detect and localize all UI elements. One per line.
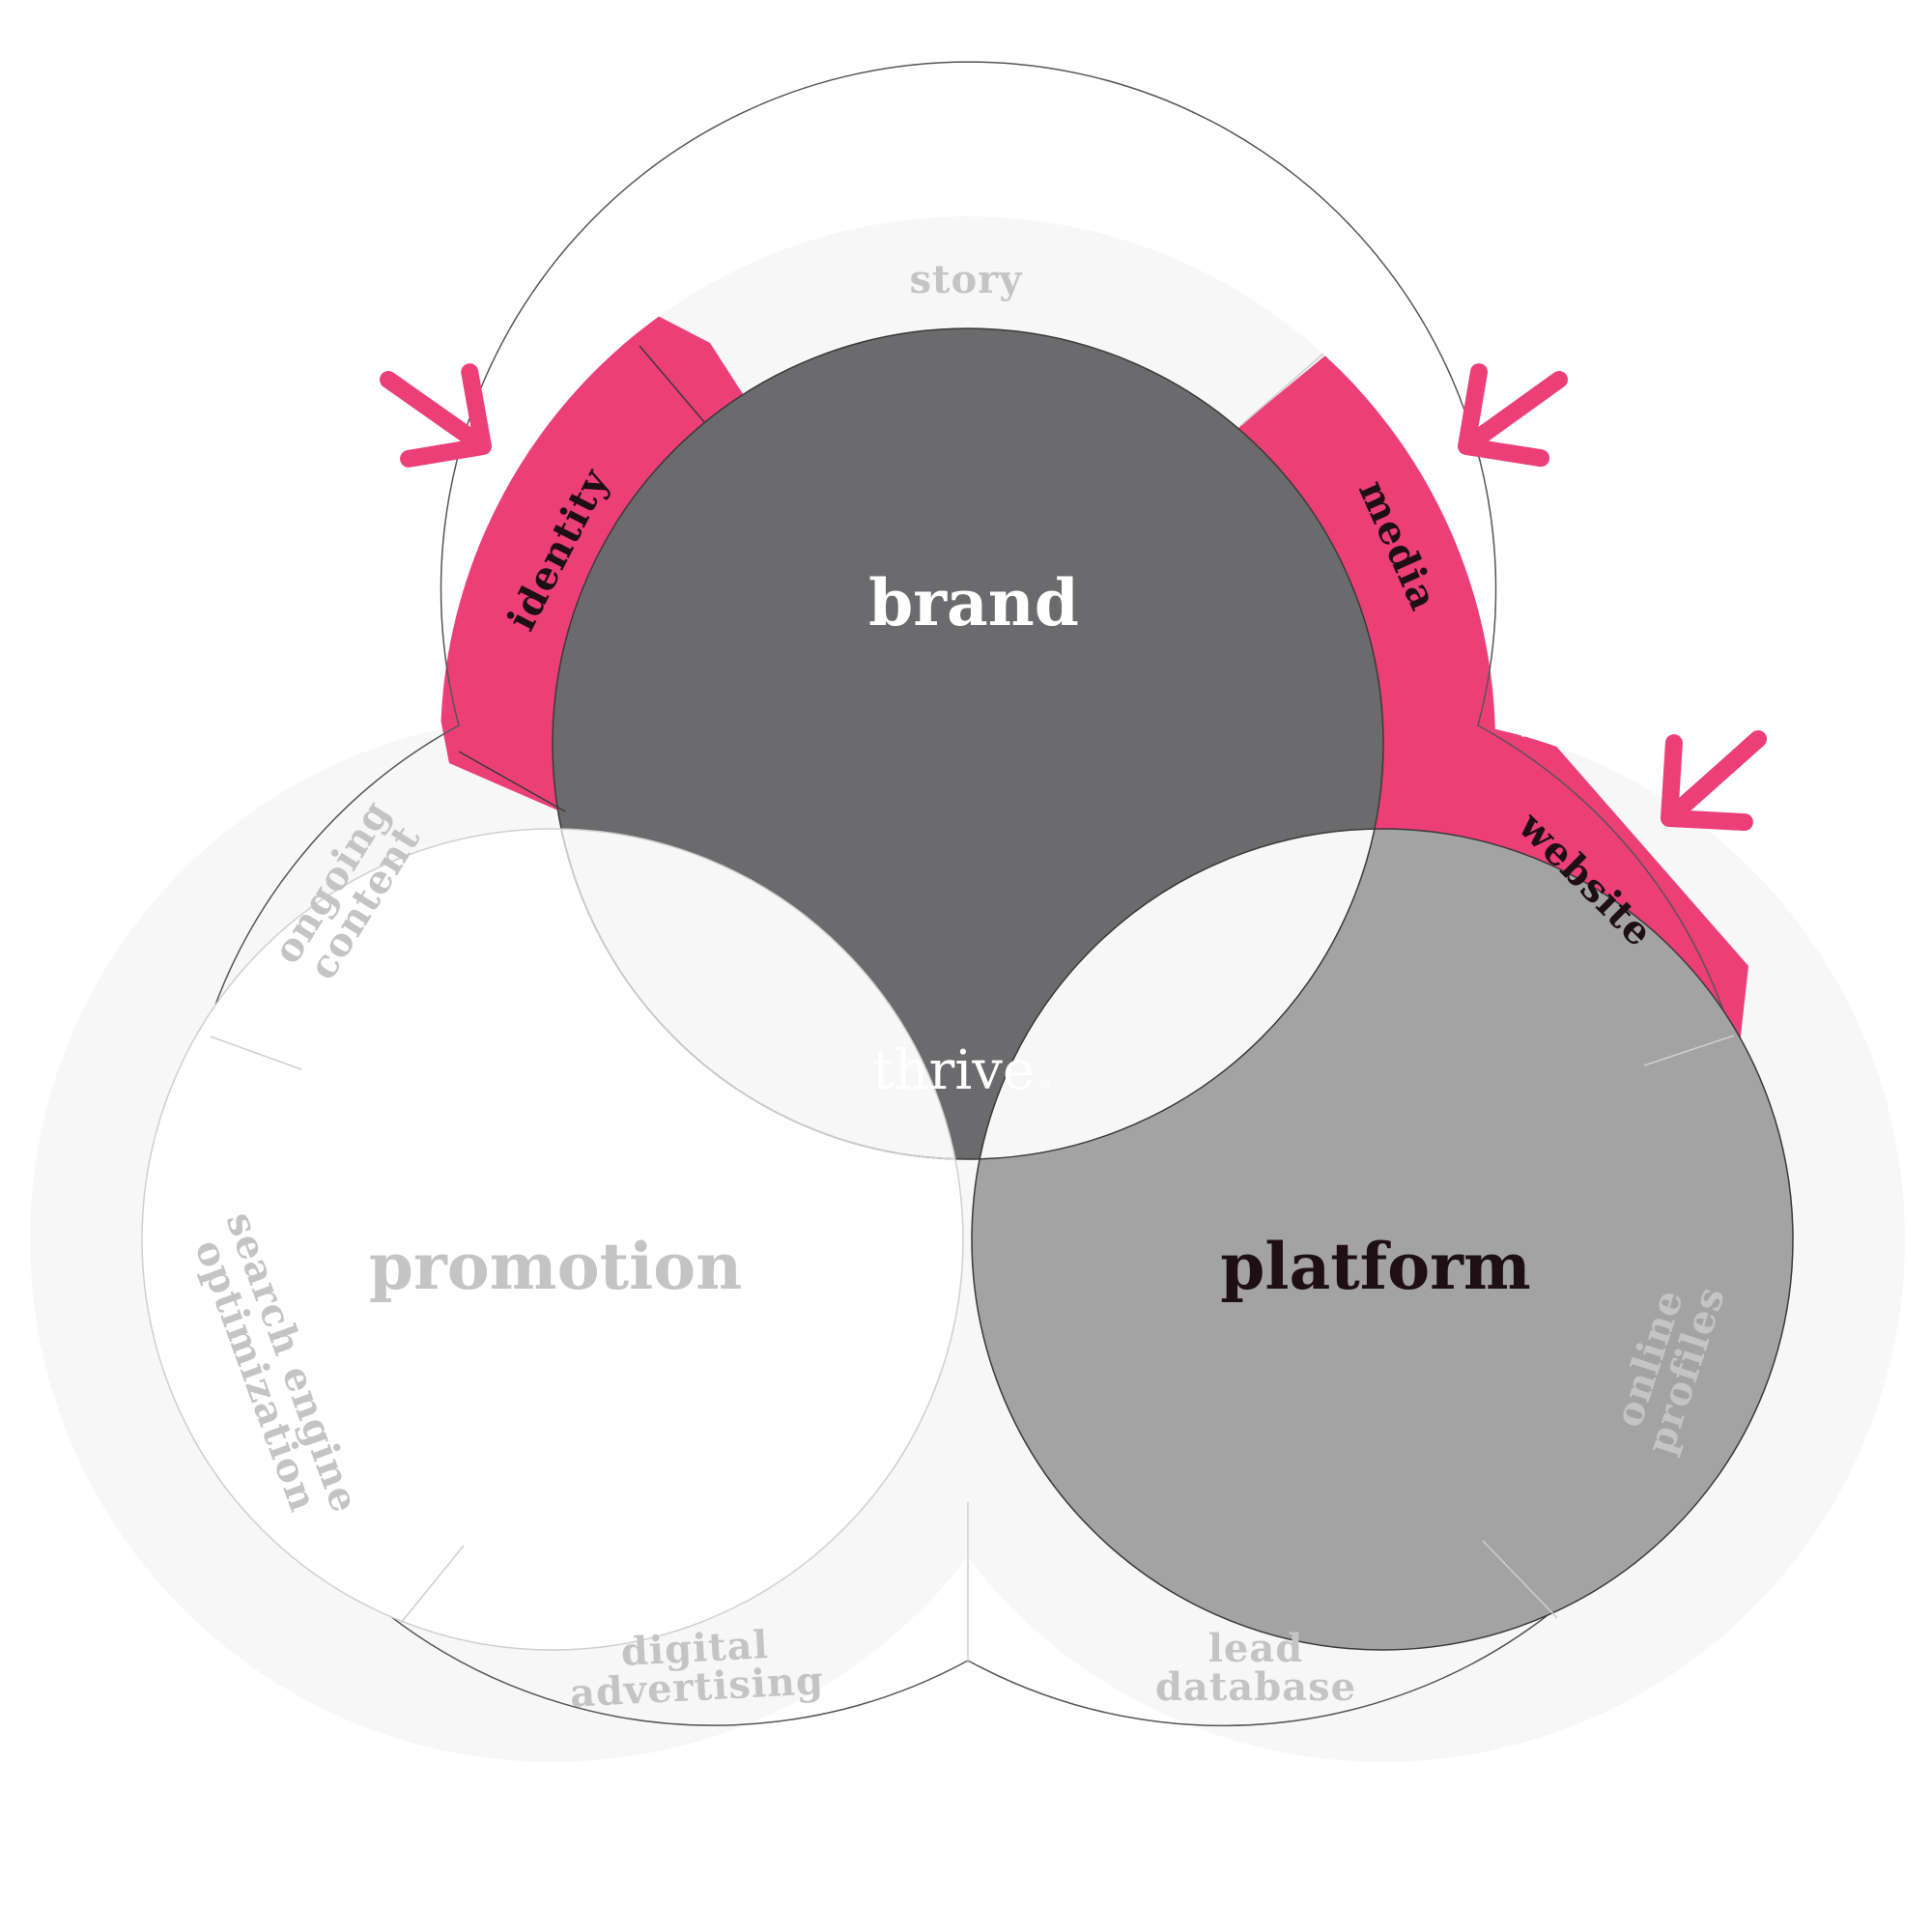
- platform-label: platform: [1220, 1229, 1531, 1304]
- lead-database-label-line-2: database: [1155, 1664, 1356, 1710]
- promotion-label: promotion: [369, 1229, 742, 1304]
- lead-database-label-line-1: lead: [1208, 1626, 1304, 1671]
- digital-advertising-label-line-1: digital: [620, 1622, 770, 1675]
- thrive-word: thrive: [872, 1039, 1035, 1102]
- story-label: story: [910, 257, 1024, 302]
- brand-label: brand: [868, 565, 1079, 640]
- registered-mark: ®: [1038, 1077, 1052, 1093]
- inner-circle-outlines: [141, 327, 1794, 1651]
- identity-arrow-icon: [380, 363, 492, 468]
- inner-circles: [141, 327, 1794, 1651]
- media-arrow-icon: [1458, 363, 1568, 468]
- brand-platform-overlap: [972, 829, 1383, 1159]
- arrows: [380, 363, 1767, 832]
- website-arrow-icon: [1661, 730, 1767, 832]
- brand-promotion-overlap: [553, 829, 963, 1159]
- ring-dividers: [210, 345, 1735, 1663]
- thrive-label: thrive®: [872, 1039, 1052, 1102]
